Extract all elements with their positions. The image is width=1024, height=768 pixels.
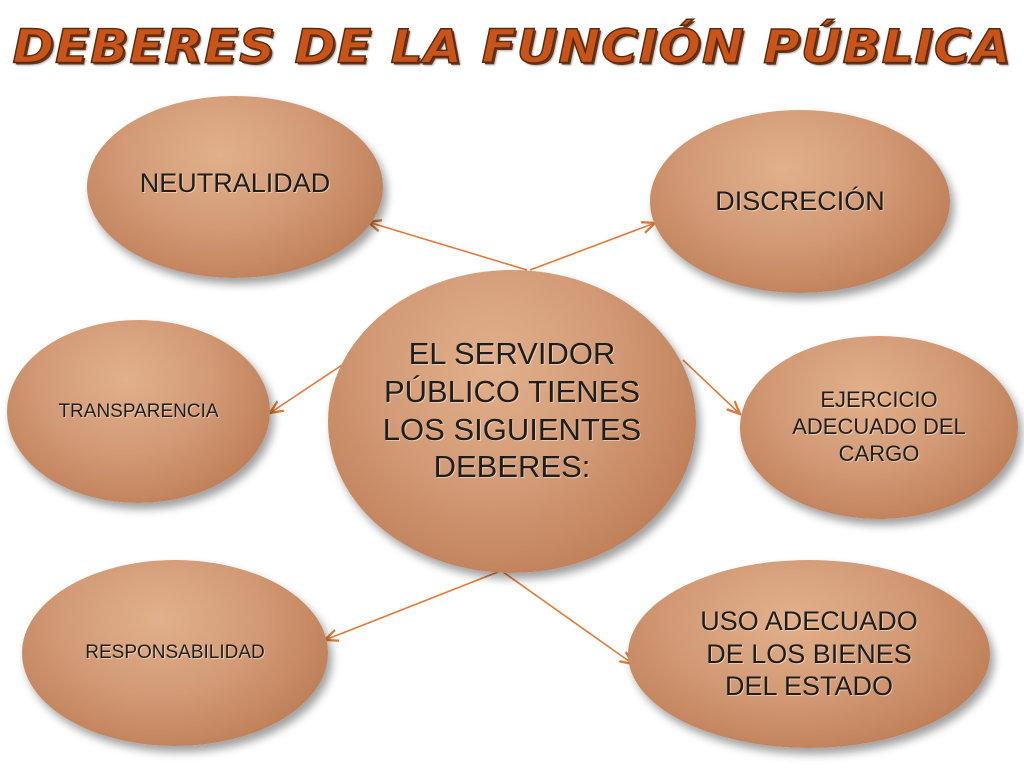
- node-discrecion-label: DISCRECIÓN: [715, 186, 885, 217]
- arrow-to-discrecion: [529, 223, 655, 271]
- node-responsabilidad: RESPONSABILIDAD: [22, 560, 328, 746]
- arrow-to-transparencia: [270, 362, 346, 413]
- arrow-to-ejercicio: [682, 359, 740, 414]
- node-discrecion: DISCRECIÓN: [650, 110, 950, 293]
- node-neutralidad: NEUTRALIDAD: [87, 96, 383, 278]
- node-ejercicio-label: EJERCICIO ADECUADO DEL CARGO: [792, 387, 966, 466]
- node-transparencia-label: TRANSPARENCIA: [58, 400, 219, 422]
- node-neutralidad-label: NEUTRALIDAD: [139, 167, 331, 198]
- node-center: EL SERVIDOR PÚBLICO TIENES LOS SIGUIENTE…: [328, 270, 696, 573]
- arrow-to-uso-bienes: [502, 571, 633, 664]
- page-title: DEBERES DE LA FUNCIÓN PÚBLICA: [12, 20, 1012, 75]
- node-transparencia: TRANSPARENCIA: [7, 320, 270, 503]
- node-center-label: EL SERVIDOR PÚBLICO TIENES LOS SIGUIENTE…: [382, 335, 642, 485]
- arrow-to-neutralidad: [368, 222, 528, 271]
- node-uso-bienes-label: USO ADECUADO DE LOS BIENES DEL ESTADO: [700, 605, 918, 702]
- node-uso-bienes: USO ADECUADO DE LOS BIENES DEL ESTADO: [628, 560, 990, 748]
- node-ejercicio: EJERCICIO ADECUADO DEL CARGO: [740, 336, 1018, 519]
- node-responsabilidad-label: RESPONSABILIDAD: [85, 642, 265, 664]
- arrow-to-responsabilidad: [325, 571, 499, 640]
